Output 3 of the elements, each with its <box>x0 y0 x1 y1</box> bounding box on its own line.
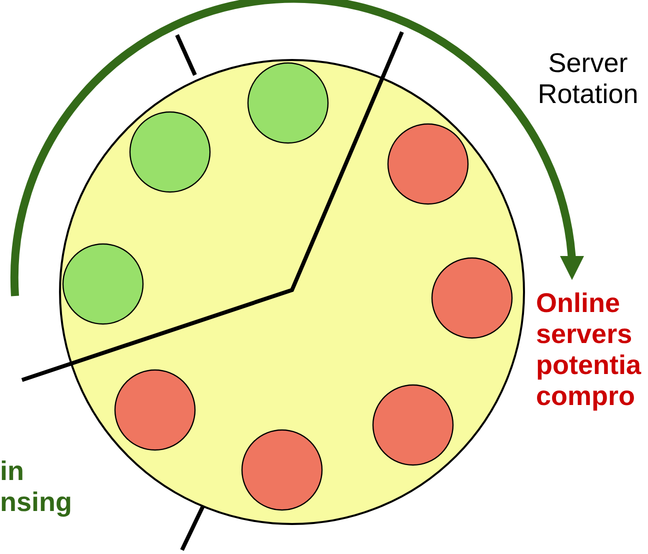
status-label: Online servers potentia compro <box>536 288 642 412</box>
rotation-label: Server Rotation <box>536 48 640 110</box>
status-label: in nsing <box>0 456 73 518</box>
